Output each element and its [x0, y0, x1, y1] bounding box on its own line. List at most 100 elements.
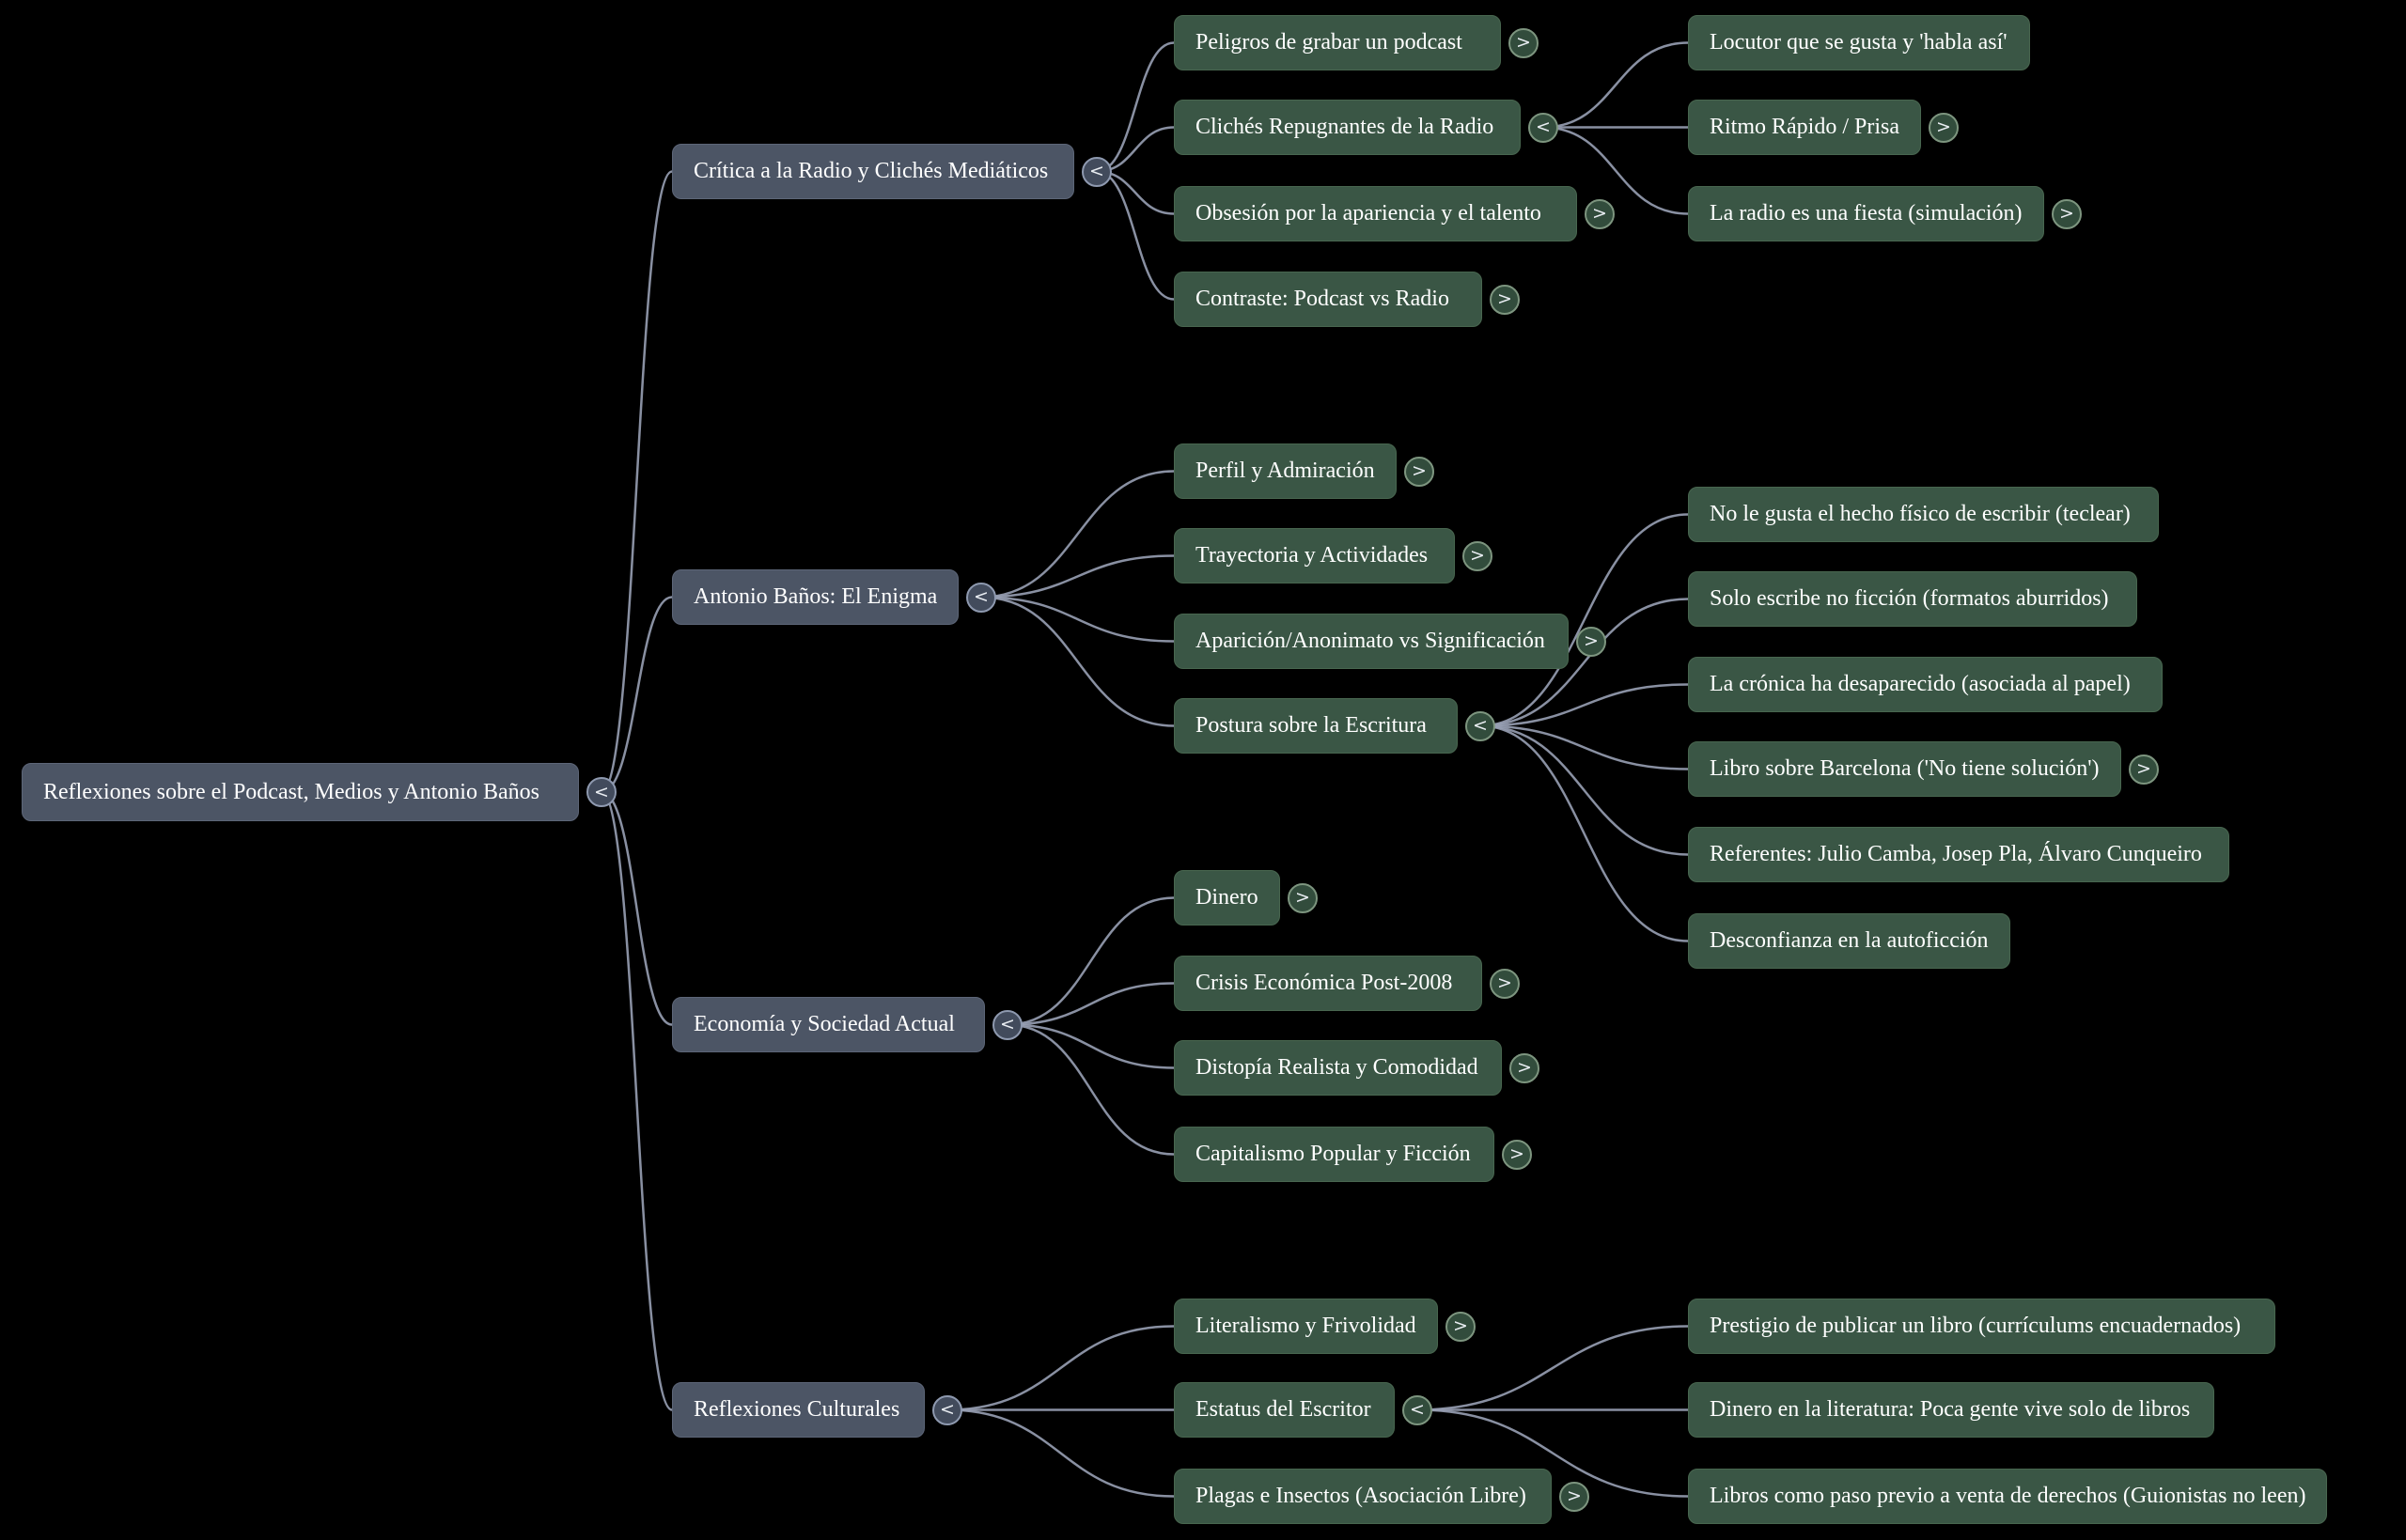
node-label: Antonio Baños: El Enigma — [694, 584, 938, 609]
mindmap-node-b4: Reflexiones Culturales — [672, 1382, 925, 1438]
expand-toggle-icon[interactable]: > — [1508, 27, 1539, 58]
edge — [600, 790, 674, 1411]
mindmap-node-c14: Contraste: Podcast vs Radio — [1174, 272, 1482, 327]
node-label: Literalismo y Frivolidad — [1195, 1314, 1416, 1338]
edge — [1478, 724, 1690, 856]
edge — [1095, 170, 1176, 301]
edge — [1478, 724, 1690, 942]
mindmap-node-c33: Distopía Realista y Comodidad — [1174, 1040, 1502, 1096]
mindmap-node-d242: Solo escribe no ficción (formatos aburri… — [1688, 571, 2137, 627]
mindmap-node-root: Reflexiones sobre el Podcast, Medios y A… — [22, 763, 579, 821]
mindmap-node-c32: Crisis Económica Post-2008 — [1174, 956, 1482, 1011]
mindmap-node-d245: Referentes: Julio Camba, Josep Pla, Álva… — [1688, 827, 2229, 882]
node-label: Desconfianza en la autoficción — [1710, 928, 1989, 953]
mindmap-node-c41: Literalismo y Frivolidad — [1174, 1299, 1438, 1354]
expand-toggle-icon[interactable]: > — [1490, 968, 1520, 999]
node-label: Prestigio de publicar un libro (currícul… — [1710, 1314, 2242, 1338]
collapse-toggle-icon[interactable]: < — [1528, 112, 1558, 143]
node-label: No le gusta el hecho físico de escribir … — [1710, 502, 2131, 526]
edge — [945, 1408, 1176, 1498]
collapse-toggle-icon[interactable]: < — [586, 777, 617, 807]
mindmap-node-d243: La crónica ha desaparecido (asociada al … — [1688, 657, 2163, 712]
node-label: La radio es una fiesta (simulación) — [1710, 201, 2023, 226]
edge — [1006, 982, 1176, 1026]
edge — [1541, 41, 1690, 129]
node-label: Ritmo Rápido / Prisa — [1710, 115, 1900, 139]
mindmap-node-c22: Trayectoria y Actividades — [1174, 528, 1455, 583]
collapse-toggle-icon[interactable]: < — [992, 1009, 1023, 1040]
collapse-toggle-icon[interactable]: < — [932, 1394, 962, 1425]
expand-toggle-icon[interactable]: > — [1509, 1052, 1539, 1083]
mindmap-node-c13: Obsesión por la apariencia y el talento — [1174, 186, 1577, 241]
expand-toggle-icon[interactable]: > — [1929, 112, 1959, 143]
collapse-toggle-icon[interactable]: < — [1465, 710, 1495, 741]
mindmap-node-d241: No le gusta el hecho físico de escribir … — [1688, 487, 2159, 542]
edge — [600, 596, 674, 794]
node-label: Crítica a la Radio y Clichés Mediáticos — [694, 159, 1049, 183]
collapse-toggle-icon[interactable]: < — [1402, 1394, 1432, 1425]
expand-toggle-icon[interactable]: > — [1585, 198, 1615, 229]
edge — [979, 596, 1176, 727]
node-label: Reflexiones Culturales — [694, 1397, 900, 1422]
mindmap-node-c34: Capitalismo Popular y Ficción — [1174, 1127, 1494, 1182]
expand-toggle-icon[interactable]: > — [1502, 1139, 1532, 1170]
edge — [1415, 1408, 1690, 1498]
edge — [1541, 126, 1690, 215]
collapse-toggle-icon[interactable]: < — [966, 582, 996, 613]
node-label: Solo escribe no ficción (formatos aburri… — [1710, 586, 2109, 611]
edge — [1415, 1325, 1690, 1411]
mindmap-node-d423: Libros como paso previo a venta de derec… — [1688, 1469, 2328, 1524]
node-label: Capitalismo Popular y Ficción — [1195, 1142, 1471, 1166]
expand-toggle-icon[interactable]: > — [1288, 882, 1318, 913]
mindmap-node-b3: Economía y Sociedad Actual — [672, 997, 985, 1052]
node-label: Reflexiones sobre el Podcast, Medios y A… — [43, 779, 539, 804]
mindmap-node-c43: Plagas e Insectos (Asociación Libre) — [1174, 1469, 1552, 1524]
mindmap-node-c31: Dinero — [1174, 870, 1280, 926]
edge — [600, 170, 674, 794]
mindmap-node-b1: Crítica a la Radio y Clichés Mediáticos — [672, 144, 1074, 199]
mindmap-node-c21: Perfil y Admiración — [1174, 443, 1397, 499]
mindmap-node-c24: Postura sobre la Escritura — [1174, 698, 1458, 754]
edge — [1478, 724, 1690, 770]
expand-toggle-icon[interactable]: > — [1462, 540, 1492, 571]
node-label: Aparición/Anonimato vs Significación — [1195, 629, 1545, 653]
node-label: Clichés Repugnantes de la Radio — [1195, 115, 1494, 139]
node-label: Contraste: Podcast vs Radio — [1195, 287, 1449, 311]
collapse-toggle-icon[interactable]: < — [1082, 156, 1112, 187]
expand-toggle-icon[interactable]: > — [2052, 198, 2082, 229]
mindmap-node-d246: Desconfianza en la autoficción — [1688, 913, 2010, 969]
node-label: Distopía Realista y Comodidad — [1195, 1055, 1478, 1080]
mindmap-node-c11: Peligros de grabar un podcast — [1174, 15, 1501, 70]
edge — [979, 554, 1176, 599]
mindmap-node-d122: Ritmo Rápido / Prisa — [1688, 100, 1922, 155]
edge — [979, 596, 1176, 643]
node-label: Plagas e Insectos (Asociación Libre) — [1195, 1484, 1526, 1508]
node-label: Dinero — [1195, 885, 1258, 910]
node-label: Libros como paso previo a venta de derec… — [1710, 1484, 2306, 1508]
expand-toggle-icon[interactable]: > — [2129, 754, 2159, 785]
expand-toggle-icon[interactable]: > — [1559, 1481, 1589, 1512]
node-label: Economía y Sociedad Actual — [694, 1012, 955, 1036]
edge — [1006, 1023, 1176, 1069]
edge — [945, 1325, 1176, 1411]
edge — [979, 470, 1176, 599]
node-label: La crónica ha desaparecido (asociada al … — [1710, 672, 2131, 696]
mindmap-node-d244: Libro sobre Barcelona ('No tiene solució… — [1688, 741, 2121, 797]
mindmap-node-c42: Estatus del Escritor — [1174, 1382, 1395, 1438]
node-label: Libro sobre Barcelona ('No tiene solució… — [1710, 756, 2100, 781]
edge — [1478, 513, 1690, 727]
expand-toggle-icon[interactable]: > — [1576, 626, 1606, 657]
mindmap-node-c23: Aparición/Anonimato vs Significación — [1174, 614, 1569, 669]
node-label: Dinero en la literatura: Poca gente vive… — [1710, 1397, 2191, 1422]
expand-toggle-icon[interactable]: > — [1404, 456, 1434, 487]
node-label: Obsesión por la apariencia y el talento — [1195, 201, 1541, 226]
node-label: Trayectoria y Actividades — [1195, 543, 1429, 568]
mindmap-node-d422: Dinero en la literatura: Poca gente vive… — [1688, 1382, 2214, 1438]
expand-toggle-icon[interactable]: > — [1445, 1311, 1476, 1342]
expand-toggle-icon[interactable]: > — [1490, 284, 1520, 315]
node-label: Crisis Económica Post-2008 — [1195, 971, 1453, 995]
mindmap-node-c12: Clichés Repugnantes de la Radio — [1174, 100, 1521, 155]
node-label: Postura sobre la Escritura — [1195, 713, 1427, 738]
